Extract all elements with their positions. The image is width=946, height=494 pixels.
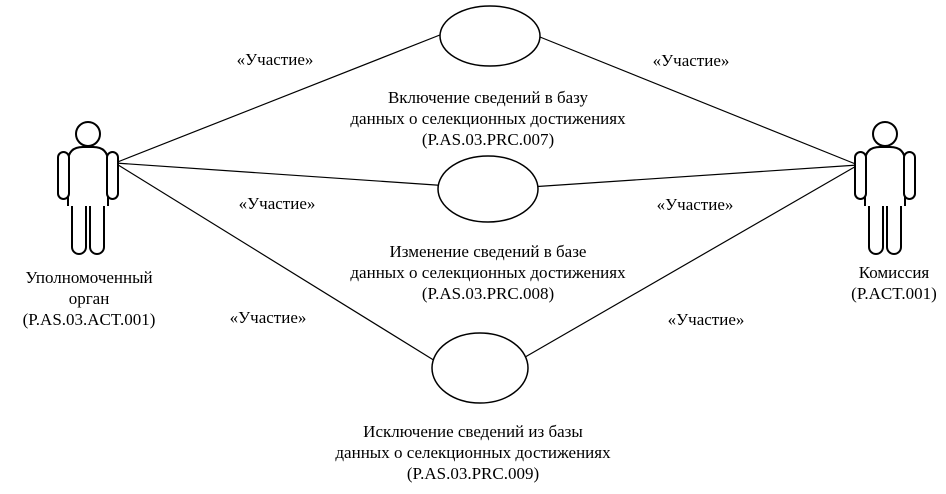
- actor-code: (P.ACT.001): [851, 284, 937, 303]
- use-case-label-include: Включение сведений в базу данных о селек…: [318, 87, 658, 150]
- person-icon: [57, 121, 119, 255]
- use-case-name-line: данных о селекционных достижениях: [350, 109, 626, 128]
- association-stereotype-label: «Участие»: [652, 51, 730, 70]
- association-line-right-include: [529, 32, 859, 166]
- use-case-label-change: Изменение сведений в базе данных о селек…: [318, 241, 658, 304]
- actor-code: (P.AS.03.ACT.001): [22, 310, 156, 329]
- use-case-name-line: Исключение сведений из базы: [363, 422, 583, 441]
- association-line-left-include: [114, 30, 451, 164]
- person-icon: [854, 121, 916, 255]
- association-line-right-exclude: [519, 164, 859, 361]
- actor-name-line: Комиссия: [858, 263, 930, 282]
- actor-label-left: Уполномоченный орган (P.AS.03.ACT.001): [0, 267, 178, 330]
- association-line-right-change: [529, 164, 859, 188]
- use-case-code: (P.AS.03.PRC.008): [421, 284, 555, 303]
- actor-name-line: орган: [68, 289, 110, 308]
- use-case-ellipse-change: [437, 155, 539, 223]
- association-stereotype-label: «Участие»: [656, 195, 734, 214]
- association-stereotype-label: «Участие»: [238, 194, 316, 213]
- use-case-label-exclude: Исключение сведений из базы данных о сел…: [303, 421, 643, 484]
- actor-name-line: Уполномоченный: [25, 268, 153, 287]
- association-stereotype-label: «Участие»: [229, 308, 307, 327]
- actor-label-right: Комиссия (P.ACT.001): [834, 262, 946, 304]
- association-line-left-exclude: [114, 162, 441, 365]
- use-case-ellipse-exclude: [431, 332, 529, 404]
- association-stereotype-label: «Участие»: [236, 50, 314, 69]
- use-case-name-line: данных о селекционных достижениях: [335, 443, 611, 462]
- use-case-code: (P.AS.03.PRC.007): [421, 130, 555, 149]
- use-case-ellipse-include: [439, 5, 541, 67]
- association-line-left-change: [114, 162, 451, 187]
- use-case-name-line: Включение сведений в базу: [387, 88, 589, 107]
- use-case-code: (P.AS.03.PRC.009): [406, 464, 540, 483]
- association-stereotype-label: «Участие»: [667, 310, 745, 329]
- use-case-name-line: Изменение сведений в базе: [389, 242, 587, 261]
- association-lines: [114, 30, 859, 365]
- use-case-name-line: данных о селекционных достижениях: [350, 263, 626, 282]
